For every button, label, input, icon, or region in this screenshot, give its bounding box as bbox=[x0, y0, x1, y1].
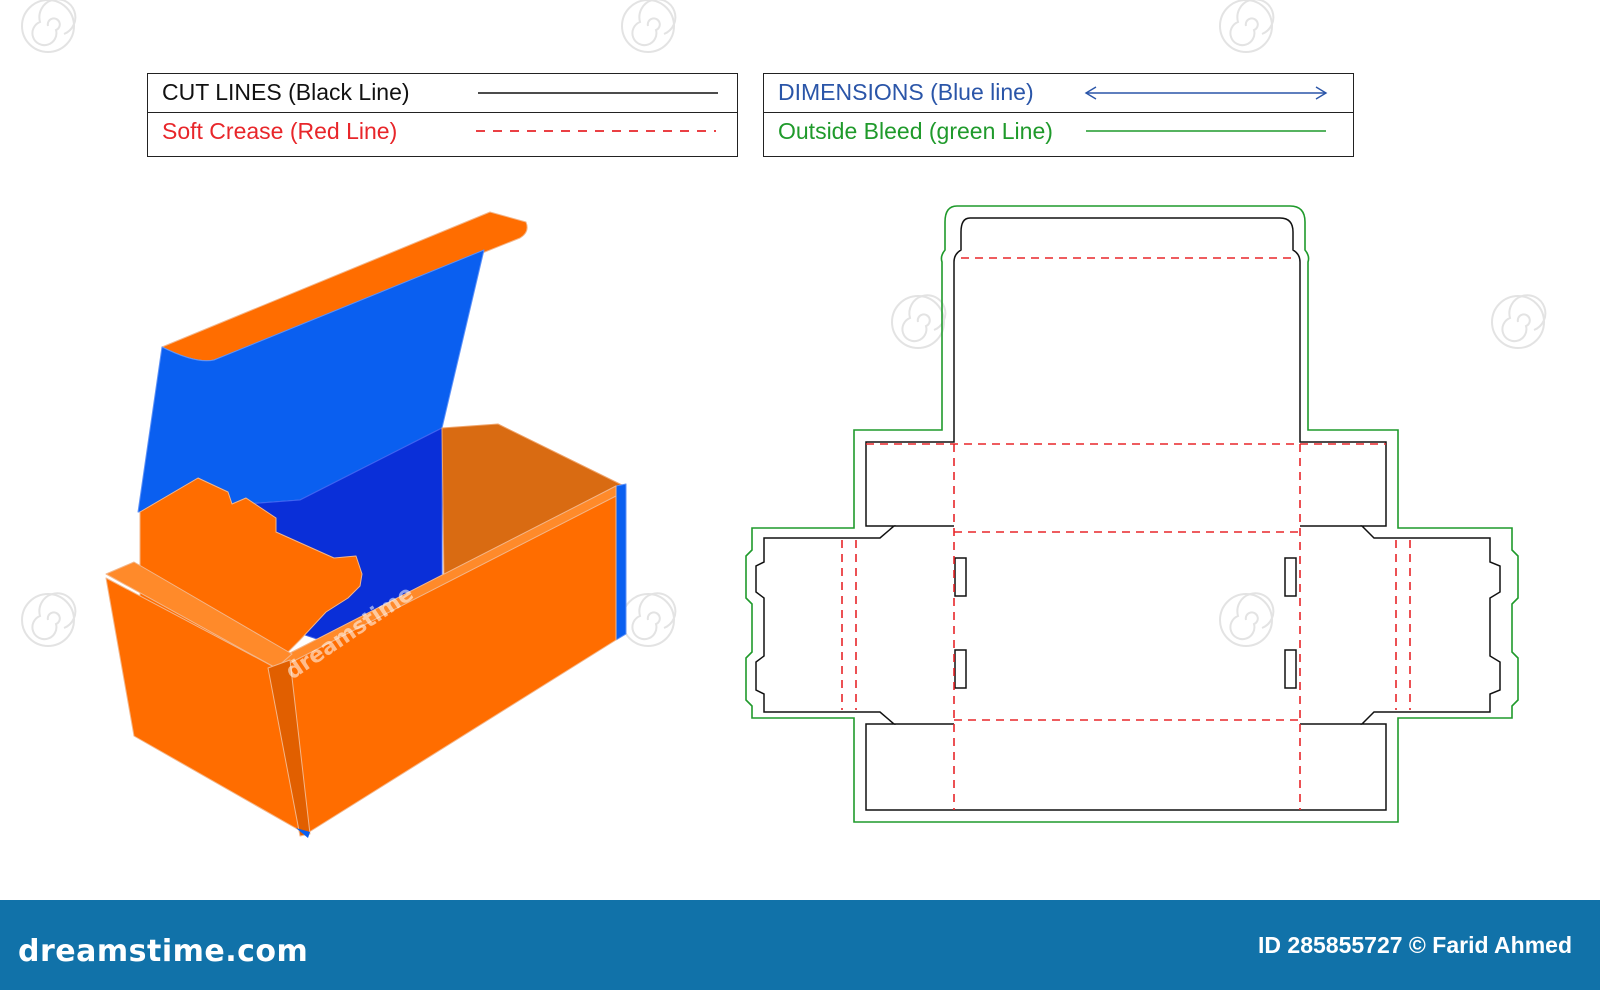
legend-dimensions: DIMENSIONS (Blue line) bbox=[764, 74, 1353, 111]
footer-bar: dreamstime.com ID 285855727 © Farid Ahme… bbox=[0, 900, 1600, 990]
bleed-outline bbox=[745, 205, 1519, 823]
brand-logo[interactable]: dreamstime.com bbox=[18, 934, 309, 969]
dimension-arrow-sample bbox=[1084, 86, 1328, 100]
box-3d-illustration bbox=[105, 211, 627, 838]
legend-cut-lines: CUT LINES (Black Line) bbox=[148, 74, 737, 111]
legend-right: DIMENSIONS (Blue line) Outside Bleed (gr… bbox=[763, 73, 1354, 157]
watermark-spirals bbox=[21, 0, 1547, 647]
stock-id-credit: ID 285855727 © Farid Ahmed bbox=[1258, 932, 1572, 958]
legend-soft-crease: Soft Crease (Red Line) bbox=[148, 112, 737, 150]
cut-lines-label: CUT LINES (Black Line) bbox=[162, 79, 410, 105]
box-right-edge bbox=[615, 483, 627, 641]
bleed-line-sample bbox=[1086, 130, 1326, 132]
dimensions-label: DIMENSIONS (Blue line) bbox=[778, 79, 1034, 105]
legend-outside-bleed: Outside Bleed (green Line) bbox=[764, 112, 1353, 150]
box-left-rim bbox=[105, 561, 293, 669]
crease-line-sample bbox=[476, 130, 716, 132]
soft-crease-label: Soft Crease (Red Line) bbox=[162, 118, 398, 144]
outside-bleed-label: Outside Bleed (green Line) bbox=[778, 118, 1053, 144]
box-corner-fold bbox=[267, 659, 311, 837]
lock-slots bbox=[954, 557, 1297, 689]
dieline bbox=[745, 205, 1519, 823]
cut-inner-lines bbox=[894, 525, 1362, 725]
cut-line-sample bbox=[478, 92, 718, 94]
box-bottom-edge bbox=[296, 828, 310, 838]
cut-outline bbox=[755, 217, 1501, 811]
legend-left: CUT LINES (Black Line) Soft Crease (Red … bbox=[147, 73, 738, 157]
crease-lines bbox=[841, 257, 1411, 810]
packaging-diagram: dreamstime bbox=[21, 0, 1547, 838]
